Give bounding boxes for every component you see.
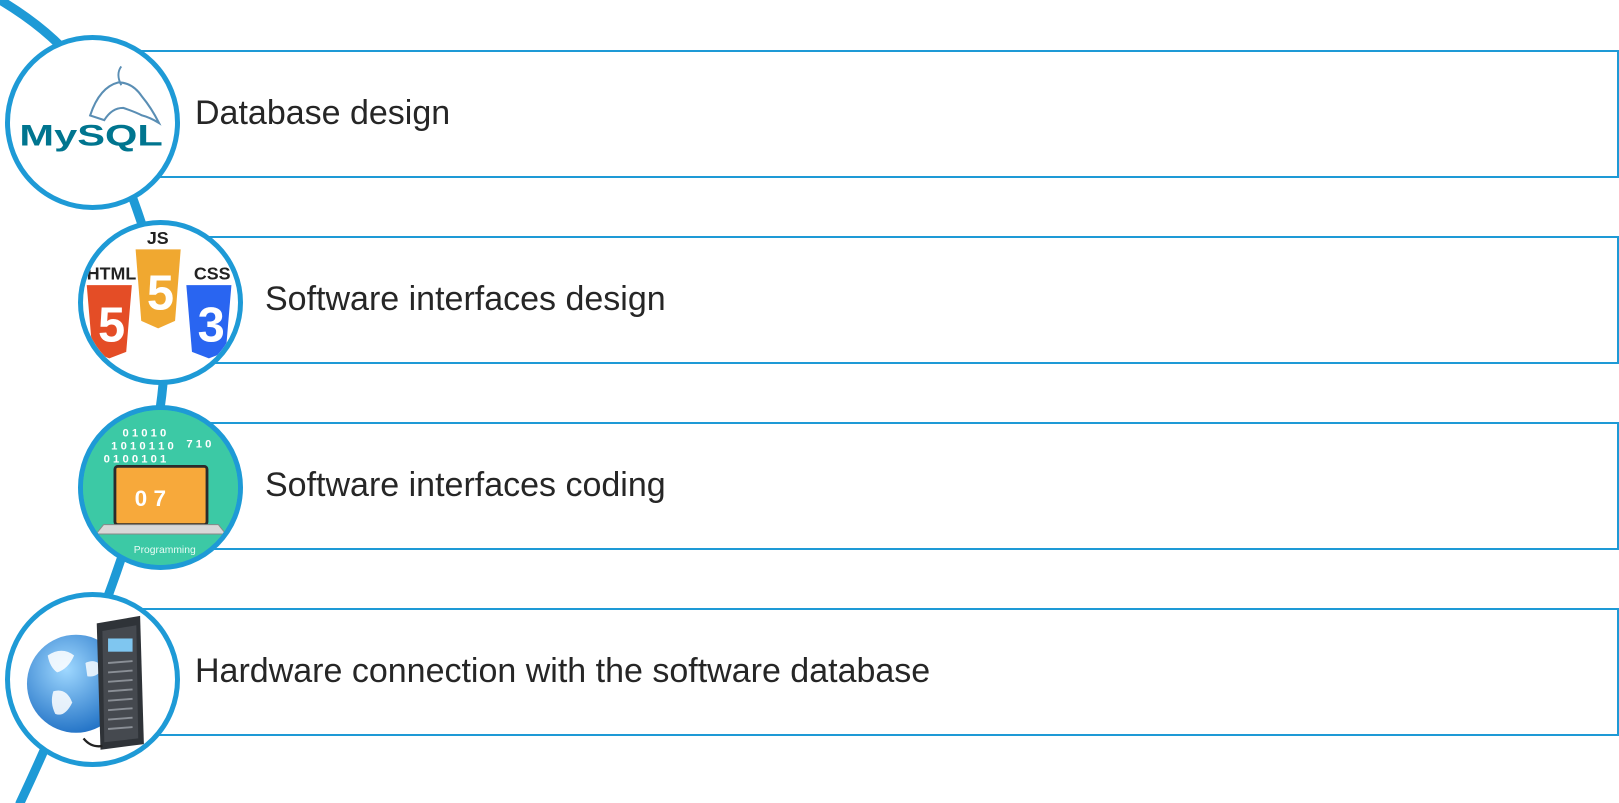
step-box-hardware-connection: [100, 608, 1619, 736]
programming-laptop-icon: 0 1 0 1 0 1 0 1 0 1 1 0 0 1 0 0 1 0 1 7 …: [78, 405, 243, 570]
svg-text:7 1 0: 7 1 0: [186, 439, 211, 451]
svg-text:CSS: CSS: [194, 263, 231, 283]
step-label-software-interfaces-coding: Software interfaces coding: [265, 466, 666, 504]
step-label-database-design: Database design: [195, 94, 451, 132]
step-label-software-interfaces-design: Software interfaces design: [265, 280, 666, 318]
svg-text:Programming: Programming: [134, 545, 196, 556]
svg-text:JS: JS: [147, 228, 169, 248]
step-box-software-interfaces-design: [165, 236, 1619, 364]
globe-server-icon: [5, 592, 180, 767]
svg-text:0 1 0 1 0: 0 1 0 1 0: [122, 427, 166, 439]
svg-text:3: 3: [198, 298, 225, 352]
svg-text:0 1 0 0 1 0 1: 0 1 0 0 1 0 1: [104, 454, 167, 466]
html-js-css-icon: HTML 5 JS 5 CSS 3: [78, 220, 243, 385]
step-box-software-interfaces-coding: [165, 422, 1619, 550]
svg-text:5: 5: [98, 298, 125, 352]
step-label-hardware-connection: Hardware connection with the software da…: [195, 652, 931, 690]
svg-text:MySQL: MySQL: [19, 121, 162, 153]
svg-text:HTML: HTML: [87, 263, 137, 283]
svg-text:0 7: 0 7: [135, 486, 166, 511]
svg-text:1 0 1 0 1 1 0: 1 0 1 0 1 1 0: [111, 440, 174, 452]
mysql-logo-icon: MySQL: [5, 35, 180, 210]
svg-text:5: 5: [147, 267, 174, 321]
